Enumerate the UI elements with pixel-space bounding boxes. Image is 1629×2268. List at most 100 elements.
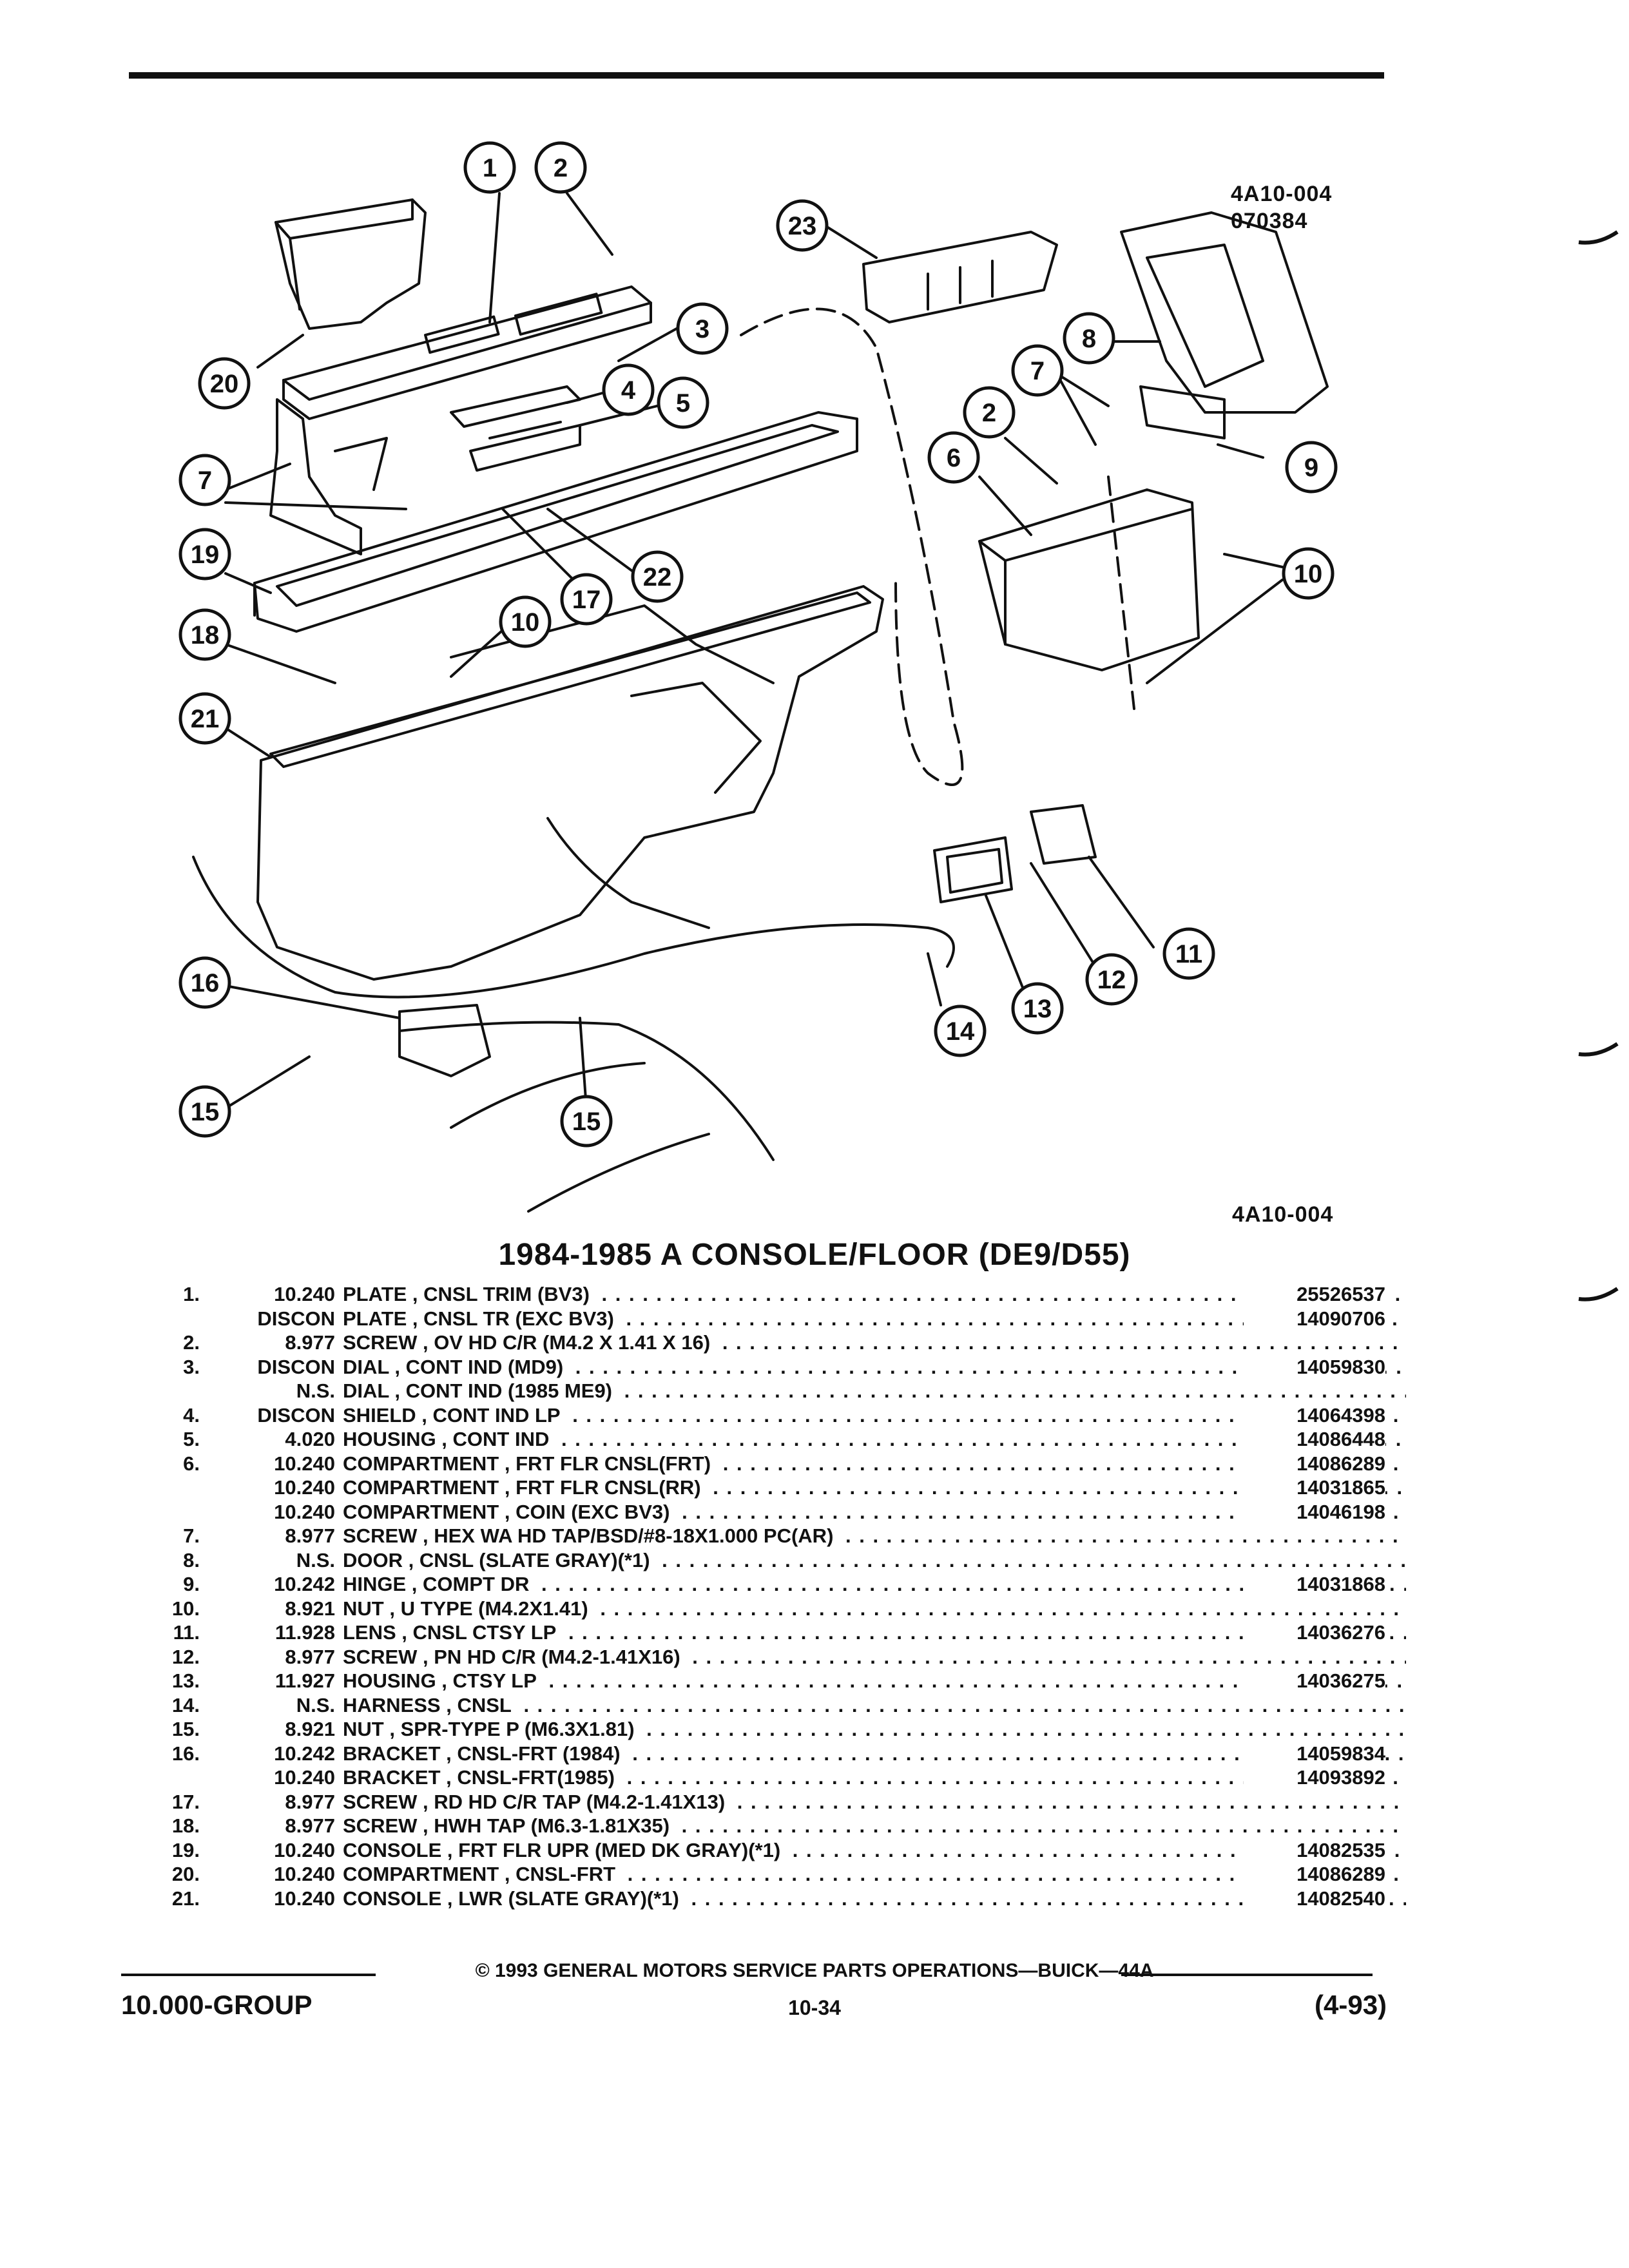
- callout-3: 3: [676, 302, 729, 355]
- part-name: HINGE: [343, 1573, 407, 1595]
- part-number-index: 19.: [171, 1838, 200, 1861]
- part-number: 14093892: [1244, 1765, 1385, 1789]
- callout-22: 22: [631, 550, 684, 603]
- svg-text:8: 8: [1082, 325, 1096, 353]
- part-detail: CTSY LP: [452, 1669, 537, 1692]
- svg-text:4: 4: [621, 376, 636, 405]
- part-number: 14086448: [1244, 1427, 1385, 1451]
- part-detail: CNSL-FRT(1985): [457, 1766, 615, 1789]
- leader-dots: . . . . . . . . . . . . . . . . . . . . …: [737, 1790, 1406, 1813]
- group-number: 8.977: [285, 1645, 335, 1668]
- svg-text:7: 7: [198, 466, 212, 495]
- part-number-index: 2.: [183, 1331, 200, 1354]
- group-number: 10.240: [274, 1863, 335, 1885]
- group-number: DISCON: [257, 1403, 335, 1427]
- part-detail: CNSL (SLATE GRAY)(*1): [419, 1548, 650, 1571]
- part-number: 14086289: [1244, 1451, 1385, 1475]
- part-description: SCREW , HWH TAP (M6.3-1.81X35) . . . . .…: [343, 1814, 1406, 1838]
- part-detail: PN HD C/R (M4.2-1.41X16): [434, 1645, 680, 1668]
- part-description: SHIELD , CONT IND LP . . . . . . . . . .…: [343, 1403, 1406, 1427]
- svg-text:2: 2: [554, 154, 568, 182]
- part-16-bracket: [398, 1004, 491, 1077]
- part-detail: CONT IND (1985 ME9): [405, 1379, 613, 1402]
- part-description: DIAL , CONT IND (1985 ME9) . . . . . . .…: [343, 1379, 1406, 1403]
- callout-2: 2: [534, 141, 587, 194]
- group-number: 10.240: [274, 1476, 335, 1499]
- part-detail: LWR (SLATE GRAY)(*1): [458, 1887, 679, 1910]
- part-name: DIAL: [343, 1379, 389, 1402]
- svg-text:3: 3: [695, 315, 709, 343]
- figure-code-bottom: 4A10-004: [1232, 1202, 1334, 1227]
- svg-text:6: 6: [947, 444, 961, 472]
- callout-12: 12: [1085, 953, 1138, 1006]
- part-number-index: 4.: [183, 1403, 200, 1427]
- callout-10a: 10: [1282, 547, 1335, 600]
- part-number: 14082535: [1244, 1838, 1385, 1862]
- part-detail: FRT FLR CNSL(FRT): [516, 1452, 711, 1475]
- callout-5: 5: [657, 376, 709, 429]
- part-description: SCREW , RD HD C/R TAP (M4.2-1.41X13) . .…: [343, 1790, 1406, 1814]
- leader-dots: . . . . . . . . . . . . . . . . . . . . …: [722, 1331, 1406, 1354]
- part-number-index: 5.: [183, 1428, 200, 1450]
- exploded-parts-diagram: 1 2 3 4 5 6 7 2 8 9 10 7 19 20 17 22 10 …: [178, 141, 1338, 1213]
- part-name: HOUSING: [343, 1669, 436, 1692]
- svg-text:17: 17: [572, 586, 601, 614]
- part-row: 14.N.S.HARNESS , CNSL . . . . . . . . . …: [148, 1693, 1406, 1718]
- callout-18: 18: [178, 608, 231, 661]
- part-name: SCREW: [343, 1524, 418, 1547]
- part-name: PLATE: [343, 1283, 407, 1305]
- group-number: DISCON: [257, 1307, 335, 1330]
- part-number-index: 16.: [171, 1742, 200, 1765]
- part-number: 14082540: [1244, 1886, 1385, 1910]
- part-row: 4. DISCON SHIELD , CONT IND LP . . . . . .…: [148, 1403, 1406, 1428]
- callout-23: 23: [776, 199, 829, 252]
- callout-14: 14: [934, 1004, 987, 1057]
- group-number: 4.020: [285, 1428, 335, 1450]
- part-number-index: 7.: [183, 1524, 200, 1547]
- part-number: 14090706: [1244, 1306, 1385, 1331]
- group-number: 8.977: [285, 1524, 335, 1547]
- callout-15b: 15: [560, 1095, 613, 1148]
- part-name: COMPARTMENT: [343, 1500, 499, 1523]
- svg-text:15: 15: [191, 1098, 220, 1126]
- group-number: 8.977: [285, 1331, 335, 1354]
- part-row: N.S.DIAL , CONT IND (1985 ME9) . . . . .…: [148, 1379, 1406, 1403]
- group-number: 10.242: [274, 1573, 335, 1595]
- part-21-lower-console: [256, 585, 884, 981]
- part-detail: CONT IND: [452, 1428, 550, 1450]
- upper-console-housing: [269, 398, 388, 555]
- part-number: 14031865: [1244, 1475, 1385, 1499]
- part-name: CONSOLE: [343, 1838, 442, 1861]
- leader-dots: . . . . . . . . . . . . . . . . . . . . …: [845, 1524, 1406, 1547]
- part-description: HARNESS , CNSL . . . . . . . . . . . . .…: [343, 1693, 1406, 1717]
- part-number: 14031868: [1244, 1572, 1385, 1596]
- part-name: BRACKET: [343, 1766, 441, 1789]
- callout-7b: 7: [178, 454, 231, 506]
- group-label: 10.000-GROUP: [121, 1990, 313, 2020]
- part-name: HARNESS: [343, 1693, 441, 1716]
- part-number: 14036275: [1244, 1669, 1385, 1693]
- part-detail: CNSL: [457, 1693, 512, 1716]
- callout-15a: 15: [178, 1085, 231, 1138]
- part-name: NUT: [343, 1718, 384, 1740]
- part-name: SCREW: [343, 1790, 418, 1813]
- leader-dots: . . . . . . . . . . . . . . . . . . . . …: [692, 1645, 1406, 1668]
- part-name: DIAL: [343, 1355, 389, 1378]
- part-9-hinge: [1139, 385, 1226, 439]
- part-detail: RD HD C/R TAP (M4.2-1.41X13): [434, 1790, 726, 1813]
- leader-dots: . . . . . . . . . . . . . . . . . . . . …: [624, 1379, 1406, 1402]
- part-14-harness: [192, 856, 955, 999]
- group-number: 10.240: [274, 1452, 335, 1475]
- part-number: 14059834: [1244, 1741, 1385, 1765]
- svg-text:1: 1: [483, 154, 497, 182]
